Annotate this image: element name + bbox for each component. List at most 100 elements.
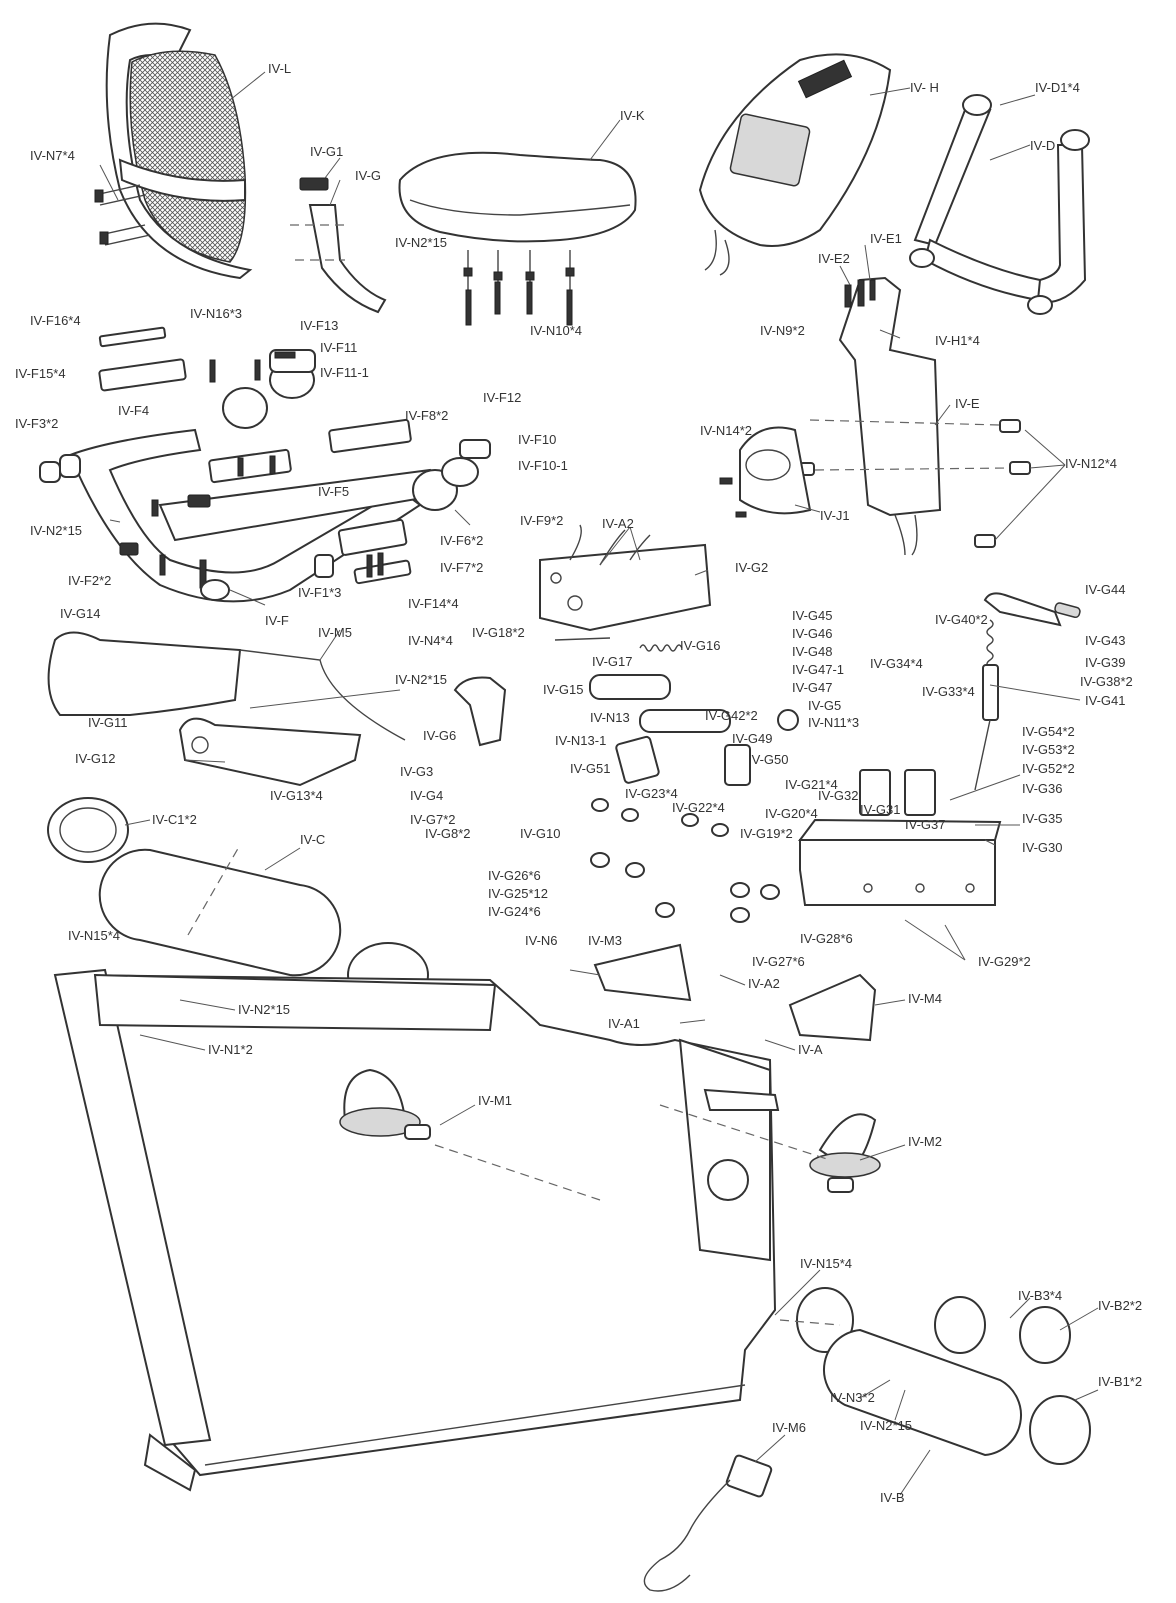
label-IV-G44: IV-G44 [1085,582,1125,597]
backrest-bracket-part [290,177,387,314]
label-IV-G50: IV-G50 [748,752,788,767]
label-IV-E1: IV-E1 [870,231,902,246]
tension-lever-part [974,592,1081,791]
label-IV-G54: IV-G54*2 [1022,724,1075,739]
power-adapter-part [643,1454,773,1592]
label-IV-F4: IV-F4 [118,403,149,418]
label-IV-G52: IV-G52*2 [1022,761,1075,776]
label-IV-F13: IV-F13 [300,318,338,333]
label-IV-A: IV-A [798,1042,823,1057]
label-IV-G22: IV-G22*4 [672,800,725,815]
side-handle-assembly-part [39,326,491,603]
label-IV-N9: IV-N9*2 [760,323,805,338]
label-IV-G37: IV-G37 [905,817,945,832]
label-IV-E: IV-E [955,396,980,411]
label-IV-G27: IV-G27*6 [752,954,805,969]
label-IV-G28: IV-G28*6 [800,931,853,946]
label-IV-F8: IV-F8*2 [405,408,448,423]
label-IV-G38: IV-G38*2 [1080,674,1133,689]
label-IV-N14: IV-N14*2 [700,423,752,438]
label-IV-N13: IV-N13 [590,710,630,725]
label-IV-M6: IV-M6 [772,1420,806,1435]
label-IV-A1: IV-A1 [608,1016,640,1031]
label-IV-M4: IV-M4 [908,991,942,1006]
label-IV-F3: IV-F3*2 [15,416,58,431]
label-IV-A2-top: IV-A2 [602,516,634,531]
label-IV-G15: IV-G15 [543,682,583,697]
label-IV-M5: IV-M5 [318,625,352,640]
label-IV-F2: IV-F2*2 [68,573,111,588]
backrest-part [94,22,253,280]
label-IV-G30: IV-G30 [1022,840,1062,855]
label-IV-G51: IV-G51 [570,761,610,776]
label-IV-H: IV- H [910,80,939,95]
label-IV-J1: IV-J1 [820,508,850,523]
label-IV-G14: IV-G14 [60,606,100,621]
label-IV-H1: IV-H1*4 [935,333,980,348]
label-IV-G47-1: IV-G47-1 [792,662,844,677]
label-IV-G48: IV-G48 [792,644,832,659]
label-IV-B2: IV-B2*2 [1098,1298,1142,1313]
label-IV-G35: IV-G35 [1022,811,1062,826]
label-IV-G10: IV-G10 [520,826,560,841]
label-IV-E2: IV-E2 [818,251,850,266]
label-IV-G53: IV-G53*2 [1022,742,1075,757]
label-IV-G42: IV-G42*2 [705,708,758,723]
label-IV-N7: IV-N7*4 [30,148,75,163]
assembly-guide-lines [187,844,841,1326]
label-IV-M1: IV-M1 [478,1093,512,1108]
label-IV-G23: IV-G23*4 [625,786,678,801]
label-IV-G11: IV-G11 [88,715,128,730]
main-frame-part [53,968,780,1492]
label-IV-G49: IV-G49 [732,731,772,746]
label-IV-M2: IV-M2 [908,1134,942,1149]
label-IV-N16: IV-N16*3 [190,306,242,321]
label-IV-G40: IV-G40*2 [935,612,988,627]
label-IV-G2: IV-G2 [735,560,768,575]
part-labels: IV-L IV-N7*4 IV-G1 IV-G IV-K IV- H IV-D1… [15,61,1142,1505]
label-IV-G17: IV-G17 [592,654,632,669]
label-IV-G6: IV-G6 [423,728,456,743]
label-IV-G25: IV-G25*12 [488,886,548,901]
label-IV-G: IV-G [355,168,381,183]
label-IV-F: IV-F [265,613,289,628]
front-post-part [799,276,1031,556]
flywheel-housing-part [798,818,1002,906]
label-IV-L: IV-L [268,61,291,76]
cover-parts [593,943,877,1042]
upper-frame-part [539,524,712,632]
label-IV-F11: IV-F11 [320,340,357,355]
front-roller-part [47,797,429,1008]
label-IV-G4: IV-G4 [410,788,443,803]
label-IV-G34: IV-G34*4 [870,656,923,671]
label-IV-C1: IV-C1*2 [152,812,197,827]
label-IV-N1: IV-N1*2 [208,1042,253,1057]
label-IV-M3: IV-M3 [588,933,622,948]
label-IV-D: IV-D [1030,138,1055,153]
label-IV-B1: IV-B1*2 [1098,1374,1142,1389]
label-IV-N10: IV-N10*4 [530,323,582,338]
label-IV-N6: IV-N6 [525,933,558,948]
spring-rod-parts [554,637,799,733]
label-IV-C: IV-C [300,832,325,847]
label-IV-G39: IV-G39 [1085,655,1125,670]
label-IV-N3: IV-N3*2 [830,1390,875,1405]
label-IV-G24: IV-G24*6 [488,904,541,919]
label-IV-N2-left: IV-N2*15 [238,1002,290,1017]
label-IV-N15-left: IV-N15*4 [68,928,120,943]
label-IV-F1: IV-F1*3 [298,585,341,600]
label-IV-G43: IV-G43 [1085,633,1125,648]
upper-handlebar-part [909,94,1090,315]
label-IV-F6: IV-F6*2 [440,533,483,548]
label-IV-N13-1: IV-N13-1 [555,733,606,748]
label-IV-F11-1: IV-F11-1 [320,365,369,380]
label-IV-G45: IV-G45 [792,608,832,623]
label-IV-F14: IV-F14*4 [408,596,459,611]
label-IV-G31: IV-G31 [860,802,900,817]
seat-cushion-part [398,151,637,326]
label-IV-D1: IV-D1*4 [1035,80,1080,95]
label-IV-G33: IV-G33*4 [922,684,975,699]
label-IV-G3: IV-G3 [400,764,433,779]
label-IV-F15: IV-F15*4 [15,366,66,381]
label-IV-G13: IV-G13*4 [270,788,323,803]
